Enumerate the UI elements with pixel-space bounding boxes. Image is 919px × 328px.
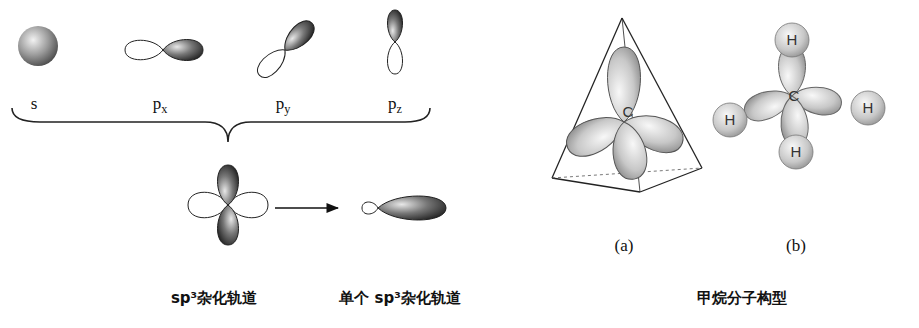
tetra-lobe bbox=[608, 119, 651, 182]
figure-tag: (b) bbox=[786, 237, 806, 256]
atom-symbol: C bbox=[623, 104, 634, 121]
tetra-lobe bbox=[608, 47, 641, 122]
orbital-label: s bbox=[31, 95, 38, 114]
hydrogen-sphere bbox=[775, 23, 809, 57]
single-sp3-large-lobe bbox=[378, 196, 446, 220]
hydrogen-sphere bbox=[713, 103, 747, 137]
atom-symbol: H bbox=[787, 32, 798, 49]
figure-tag: (a) bbox=[615, 237, 634, 256]
orbital-label: py bbox=[276, 95, 291, 114]
caption: 单个 sp³杂化轨道 bbox=[339, 290, 460, 307]
px-lobe-open bbox=[125, 40, 163, 60]
py-lobe-filled bbox=[278, 16, 319, 57]
px-lobe-filled bbox=[163, 40, 203, 61]
atom-symbol: H bbox=[863, 100, 874, 117]
hydrogen-sphere bbox=[779, 135, 813, 169]
single-sp3-small-lobe bbox=[362, 202, 378, 214]
atom-symbol: H bbox=[725, 112, 736, 129]
orbital-label: pz bbox=[388, 95, 402, 114]
orbital-label: px bbox=[153, 95, 168, 114]
pz-lobe-filled bbox=[388, 10, 403, 42]
tetrahedron-edge bbox=[552, 178, 640, 192]
s-orbital bbox=[18, 26, 58, 66]
brace bbox=[12, 108, 430, 142]
sp3-lobe-filled bbox=[218, 165, 239, 205]
hydrogen-sphere bbox=[851, 91, 885, 125]
atom-symbol: H bbox=[791, 144, 802, 161]
pz-lobe-open bbox=[388, 42, 403, 74]
atom-symbol: C bbox=[789, 88, 800, 105]
arrow bbox=[275, 207, 338, 209]
sp3-lobe-filled bbox=[218, 205, 239, 245]
caption: 甲烷分子构型 bbox=[697, 290, 787, 307]
caption: sp³杂化轨道 bbox=[171, 290, 257, 307]
